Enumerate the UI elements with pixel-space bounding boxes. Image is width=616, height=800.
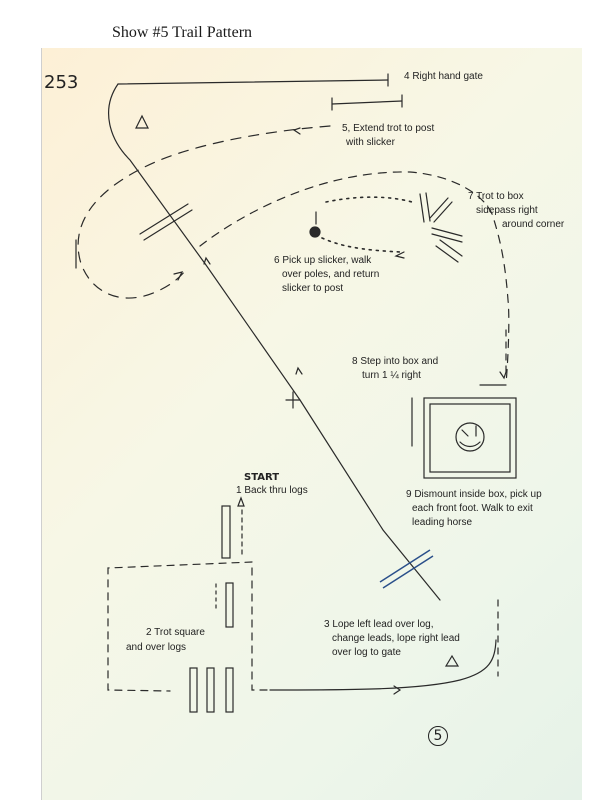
step-6-line3: slicker to post [282,283,344,294]
step-7-line1: 7 Trot to box [468,191,524,202]
step-3-line2: change leads, lope right lead [332,633,460,644]
step-8-line1: 8 Step into box and [352,356,439,367]
cross-mark [285,391,301,409]
back-logs [221,505,231,559]
step-3-line1: 3 Lope left lead over log, [324,619,434,630]
step-2-line2: and over logs [126,642,187,653]
step-6-line1: 6 Pick up slicker, walk [274,255,372,266]
slicker-post [309,226,321,238]
step-5-line1: 5, Extend trot to post [342,123,435,134]
step-4-label: 4 Right hand gate [404,71,483,82]
lope-log [379,549,434,589]
step-7-line3: around corner [502,219,565,230]
main-path-line [108,83,441,601]
step-1-label: 1 Back thru logs [236,485,308,496]
step-2-line1: 2 Trot square [146,627,205,638]
circled-number: 5 [428,726,448,746]
trot-to-box-path [199,171,510,385]
step-5-line2: with slicker [346,137,395,148]
step-7-line2: sidepass right [476,205,538,216]
poles-group [419,192,463,263]
step-3-line3: over log to gate [332,647,401,658]
extend-trot-path [77,125,331,299]
log-pole-left [139,203,193,241]
step-9-line1: 9 Dismount inside box, pick up [406,489,542,500]
cone-top [135,114,149,129]
pattern-number: 253 [44,72,79,93]
step-8-line2: turn 1 ¼ right [362,370,421,381]
trot-square-path [107,561,253,692]
step-9-line3: leading horse [412,517,473,528]
box-obstacle [411,384,517,479]
page-title: Show #5 Trail Pattern [112,24,253,41]
cone-bottom [444,654,460,667]
step-9-line2: each front foot. Walk to exit [412,503,533,514]
logs-square [189,582,234,713]
gate-arrow [331,100,403,105]
start-label: START [244,472,280,483]
slicker-path [321,196,413,253]
top-path-line [117,79,389,85]
lope-path [269,639,497,691]
arrow-start-cone [237,496,245,507]
step-6-line2: over poles, and return [282,269,380,280]
